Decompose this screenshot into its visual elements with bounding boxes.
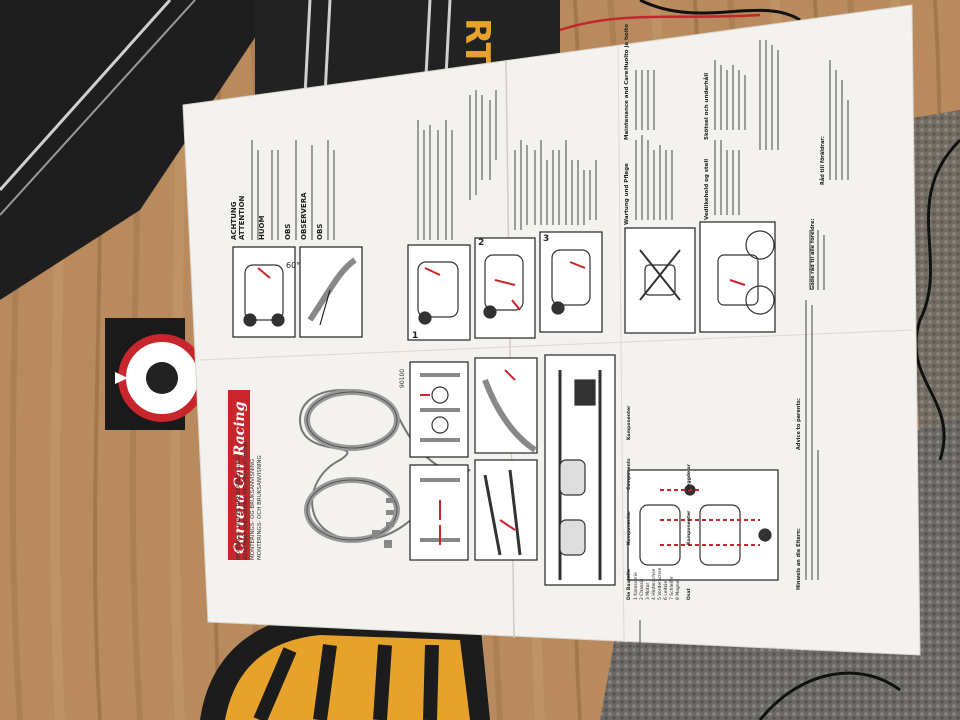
panel-lane-1 — [474, 357, 538, 454]
warning-heading: ATTENTION — [238, 195, 246, 240]
black-cable-bottom — [758, 671, 901, 720]
fold-line-2 — [617, 44, 625, 643]
advice-heading: Gode råd til alle foreldre: — [809, 218, 816, 290]
panel-drawings — [243, 230, 775, 580]
warning-heading: ACHTUNG — [230, 201, 238, 240]
track-top-left — [0, 0, 280, 300]
warning-heading: OBSERVERA — [300, 192, 308, 240]
parts-item: 3 Motor — [645, 583, 651, 600]
parts-header: Komponenter — [686, 510, 692, 545]
parts-item: 5 Vorderachse — [657, 568, 663, 600]
advice-block: Hinweis an die Eltern: Advice to parents… — [796, 136, 826, 590]
panel-parts — [627, 469, 779, 581]
red-cable — [559, 13, 761, 32]
parts-item: 4 Hinterachse — [651, 568, 657, 600]
track-rail-1 — [0, 0, 172, 192]
section-title: Maintenance and Care — [624, 70, 630, 140]
track-rail-3 — [303, 0, 452, 96]
track-bottom-stripes — [253, 644, 439, 720]
set-number: 90100 — [399, 369, 406, 388]
parts-header: Components — [626, 458, 632, 490]
parts-item: 6 Leitkiel — [663, 580, 669, 600]
panel-maintenance-1 — [624, 227, 696, 334]
warning-heading: OBS — [284, 224, 292, 240]
controller-knob — [146, 362, 178, 394]
parts-item: 1 Karosserie — [633, 572, 639, 600]
warning-heading: HUOM — [258, 216, 266, 240]
parts-header: Osat — [686, 587, 692, 600]
parts-item: 2 Chassis — [639, 578, 645, 600]
advice-heading: Råd till föräldrar: — [819, 136, 826, 185]
parts-header: Die Bauteile — [626, 569, 632, 600]
illustration-panels — [232, 221, 779, 586]
panel-maintenance-2 — [699, 221, 776, 333]
black-cable — [639, 0, 801, 22]
subtitle-line: MONTERINGS- OCH BRUKSANVISNING — [257, 455, 263, 560]
subtitle-line: MONTERINGS- OG BRUKSANVISNING — [250, 459, 256, 560]
section-title: Vedlikehold og stell — [704, 159, 710, 220]
parts-header: Byggdelar — [686, 463, 692, 490]
panel-car-top — [232, 246, 296, 338]
step-number-2: 2 — [478, 238, 484, 248]
step-number-3: 3 — [543, 234, 549, 244]
parts-item: 7 Schleifer — [669, 576, 675, 600]
small-print — [251, 40, 849, 660]
track-rail-2 — [0, 0, 196, 216]
track-brand-text: RT — [457, 18, 497, 67]
fold-line-3 — [199, 329, 913, 361]
section-title: Skötsel och underhåll — [703, 73, 710, 140]
controller-arrow — [115, 372, 128, 384]
panel-step-1 — [407, 244, 471, 341]
subtitle-line: MONTAGE- UND BETRIEBSANLEITUNG — [236, 456, 242, 560]
advice-heading: Hinweis an die Eltern: — [796, 528, 802, 590]
subtitle-line: ASSEMBLY AND OPERATING INSTRUCTIONS — [243, 441, 249, 560]
warning-block: ACHTUNG ATTENTION HUOM OBS OBSERVERA OBS — [230, 192, 324, 240]
brand-text: Carrera Car Racing — [232, 401, 248, 554]
panel-step-2 — [474, 237, 536, 339]
panel-lane-2 — [474, 459, 538, 561]
parts-item: 8 Magnet — [675, 579, 681, 600]
red-arrows — [257, 261, 760, 546]
section-title: Wartung und Pflege — [624, 163, 630, 225]
advice-heading: Advice to parents: — [796, 398, 802, 450]
subtitle-block: MONTAGE- UND BETRIEBSANLEITUNG ASSEMBLY … — [236, 441, 263, 560]
brand-logo: Carrera Car Racing — [228, 390, 250, 560]
section-title: Huolto ja hoito — [624, 24, 630, 70]
parts-list: Die Bauteile Komponenter Components Komp… — [626, 405, 692, 600]
step-number-1: 1 — [412, 331, 418, 341]
panel-step-3 — [539, 231, 603, 333]
black-cable-right — [914, 138, 960, 461]
parts-header: Komponenter — [626, 510, 632, 545]
angle-label: 60° — [286, 261, 300, 270]
parts-header: Komponenter — [626, 405, 632, 440]
section-titles: Wartung und Pflege Maintenance and Care … — [624, 24, 710, 225]
warning-heading: OBS — [316, 224, 324, 240]
